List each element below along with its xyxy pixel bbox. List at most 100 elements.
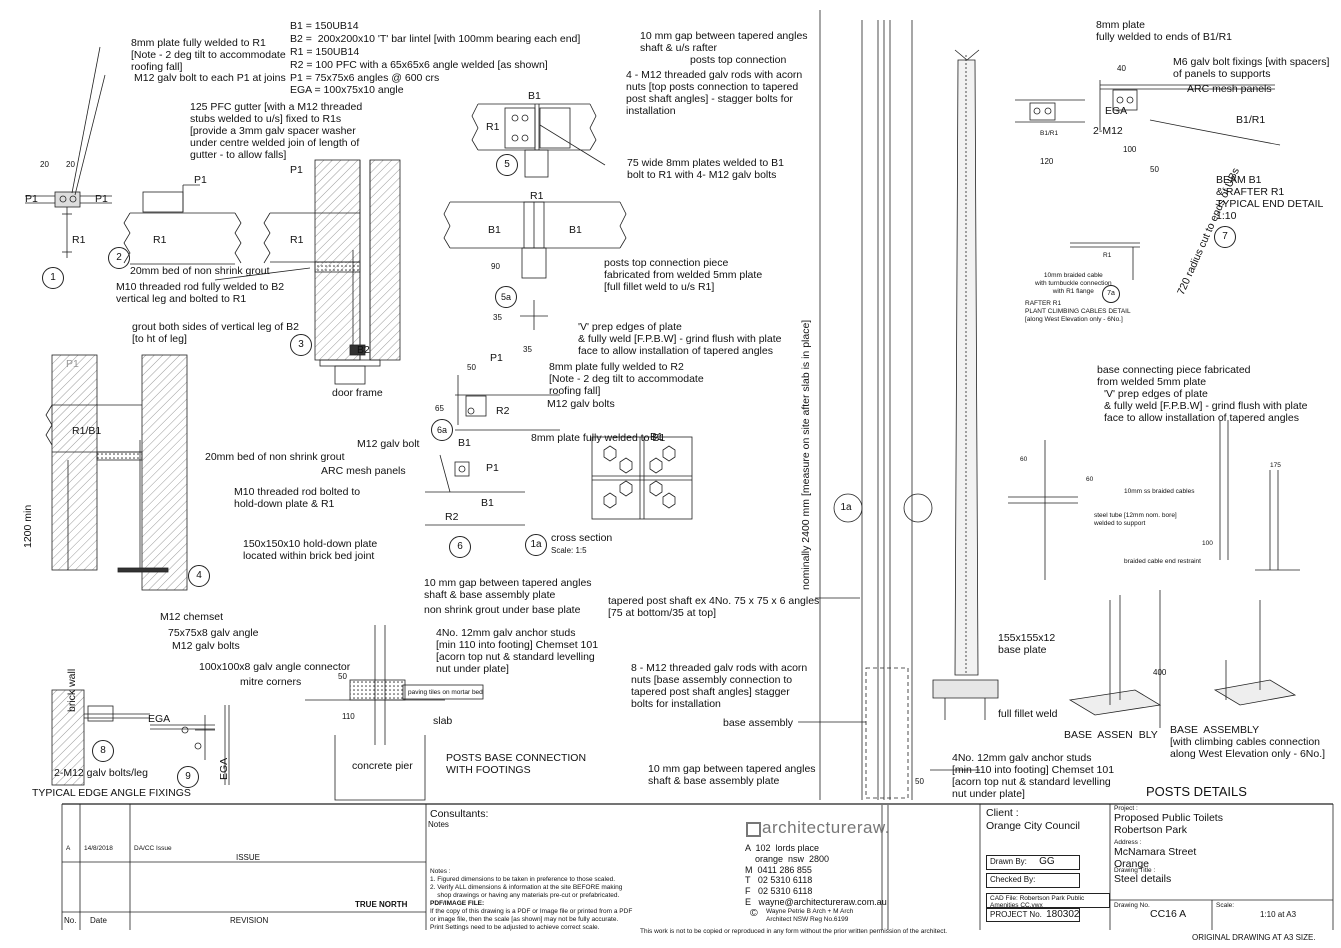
label-m12-galv-bolts2: M12 galv bolts (547, 398, 615, 410)
firm-address: A 102 lords place orange nsw 2800 M 0411… (745, 843, 887, 907)
label-cross-section: cross section (551, 532, 613, 544)
original-size-note: ORIGINAL DRAWING AT A3 SIZE. (1192, 933, 1316, 942)
callout-2: 2 (108, 247, 130, 269)
drawing-no-heading: Drawing No. (1114, 902, 1150, 909)
label-nominally: nominally 2400 mm [measure on site after… (800, 319, 812, 590)
label-plate-8mm-b1r1: 8mm plate fully welded to ends of B1/R1 (1096, 19, 1232, 43)
label-grout-base: non shrink grout under base plate (424, 604, 581, 616)
part-b1f: B1 (650, 431, 663, 443)
label-base-conn-piece: base connecting piece fabricated from we… (1097, 364, 1251, 388)
label-steel-tube: steel tube [12mm nom. bore] welded to su… (1094, 512, 1177, 527)
project-name: Proposed Public Toilets Robertson Park (1114, 812, 1223, 836)
issue-label: ISSUE (236, 853, 261, 862)
label-grout-both: grout both sides of vertical leg of B2 [… (132, 321, 299, 345)
project-address: McNamara Street Orange (1114, 846, 1197, 870)
label-fillet: full fillet weld (998, 708, 1058, 720)
callout-7a: 7a (1102, 285, 1120, 303)
dim-50c: 50 (915, 777, 924, 786)
drawn-by-box: Drawn By: GG (986, 855, 1080, 870)
part-r1e: R1 (530, 190, 544, 202)
true-north: TRUE NORTH (355, 900, 408, 909)
dim-40: 40 (1117, 64, 1126, 73)
dim-20b: 20 (66, 160, 75, 169)
dim-60: 60 (1020, 456, 1028, 463)
label-grout-20: 20mm bed of non shrink grout (130, 265, 270, 277)
label-m12-2: 2-M12 galv bolts/leg (54, 767, 148, 779)
dim-60b: 60 (1086, 476, 1094, 483)
firm-logo-icon (746, 822, 761, 837)
callout-6a: 6a (431, 419, 453, 441)
label-m12-each-p1: M12 galv bolt to each P1 at joins (134, 72, 286, 84)
label-gap-top: 10 mm gap between tapered angles shaft &… (640, 30, 808, 54)
dim-20a: 20 (40, 160, 49, 169)
notes-heading: Notes (428, 820, 449, 829)
label-angle-conn: 100x100x8 galv angle connector (199, 661, 351, 673)
label-pier: concrete pier (352, 760, 413, 772)
label-grout-20b: 20mm bed of non shrink grout (205, 451, 345, 463)
drawing-title: Steel details (1114, 873, 1172, 885)
callout-4: 4 (188, 565, 210, 587)
label-rafter-cable: RAFTER R1 PLANT CLIMBING CABLES DETAIL [… (1025, 300, 1131, 323)
checked-by-box: Checked By: (986, 873, 1080, 888)
note-1: 1. Figured dimensions to be taken in pre… (430, 876, 615, 883)
part-r1d: R1 (486, 121, 500, 133)
label-plates-75: 75 wide 8mm plates welded to B1 bolt to … (627, 157, 785, 181)
callout-8: 8 (92, 740, 114, 762)
callout-6: 6 (449, 536, 471, 558)
label-v-prep: 'V' prep edges of plate & fully weld [F.… (578, 321, 782, 357)
project-no-value: 180302 (1046, 909, 1080, 920)
part-p1a: P1 (25, 193, 38, 205)
scale-value: 1:10 at A3 (1260, 910, 1297, 919)
label-m6-fix: M6 galv bolt fixings [with spacers] of p… (1173, 56, 1330, 80)
consultants-label: Consultants: (430, 808, 489, 820)
label-angle-75: 75x75x8 galv angle (168, 627, 259, 639)
checked-by-label: Checked By: (990, 875, 1036, 884)
label-rods-8: 8 - M12 threaded galv rods with acorn nu… (631, 662, 808, 710)
rev-a: A (66, 845, 71, 852)
dim-110: 110 (342, 712, 355, 721)
label-m12-chemset: M12 chemset (160, 611, 224, 623)
dim-1200: 1200 min (22, 504, 34, 548)
drawn-by-label: Drawn By: (990, 857, 1027, 866)
dim-65: 65 (435, 404, 444, 413)
spec-r2: R2 = 100 PFC with a 65x65x6 angle welded… (290, 59, 548, 71)
rev-date: 14/8/2018 (84, 845, 113, 852)
callout-5: 5 (496, 154, 518, 176)
part-p1f: P1 (490, 352, 503, 364)
date-label: Date (90, 916, 107, 925)
label-m10-rod-hold: M10 threaded rod bolted to hold-down pla… (234, 486, 361, 510)
part-b1b: B1 (488, 224, 501, 236)
title-base-connection: POSTS BASE CONNECTION WITH FOOTINGS (446, 752, 587, 776)
label-brick-wall: brick wall (66, 668, 78, 712)
copyright-icon: © (750, 907, 758, 919)
dim-120: 120 (1040, 157, 1054, 166)
label-posts-top: posts top connection (690, 54, 787, 66)
label-braided: 10mm braided cable with turnbuckle conne… (1035, 272, 1112, 295)
label-gutter: 125 PFC gutter [with a M12 threaded stub… (190, 101, 363, 161)
label-arc-mesh2: ARC mesh panels (1187, 83, 1272, 95)
label-b1r1: B1/R1 (1236, 114, 1266, 126)
scale-heading: Scale: (1216, 902, 1235, 909)
label-base-assembly: base assembly (723, 717, 794, 729)
cad-file: CAD File: Robertson Park Public Amenitie… (990, 895, 1085, 909)
label-gap-bot: 10 mm gap between tapered angles shaft &… (648, 763, 816, 787)
part-b1r1s: B1/R1 (1040, 130, 1059, 137)
dim-400: 400 (1153, 668, 1167, 677)
part-p1g: P1 (486, 462, 499, 474)
label-scale-15: Scale: 1:5 (551, 546, 587, 555)
callout-1a-cross: 1a (525, 534, 547, 556)
part-r2a: R2 (496, 405, 510, 417)
rev-desc: DA/CC Issue (134, 845, 172, 852)
part-p1d: P1 (290, 164, 303, 176)
no-label: No. (64, 916, 77, 925)
label-mitre: mitre corners (240, 676, 302, 688)
label-v-prep2: 'V' prep edges of plate & fully weld [F.… (1104, 388, 1308, 424)
drawing-title-heading: Drawing Title : (1114, 867, 1156, 874)
dim-50: 50 (467, 363, 476, 372)
label-ega2: EGA (218, 757, 230, 780)
part-b1d: B1 (458, 437, 471, 449)
dim-35a: 35 (493, 313, 502, 322)
architects: Wayne Petrie B Arch + M Arch Architect N… (766, 908, 854, 923)
label-base-asm-a: BASE ASSEN BLY (1064, 729, 1158, 741)
